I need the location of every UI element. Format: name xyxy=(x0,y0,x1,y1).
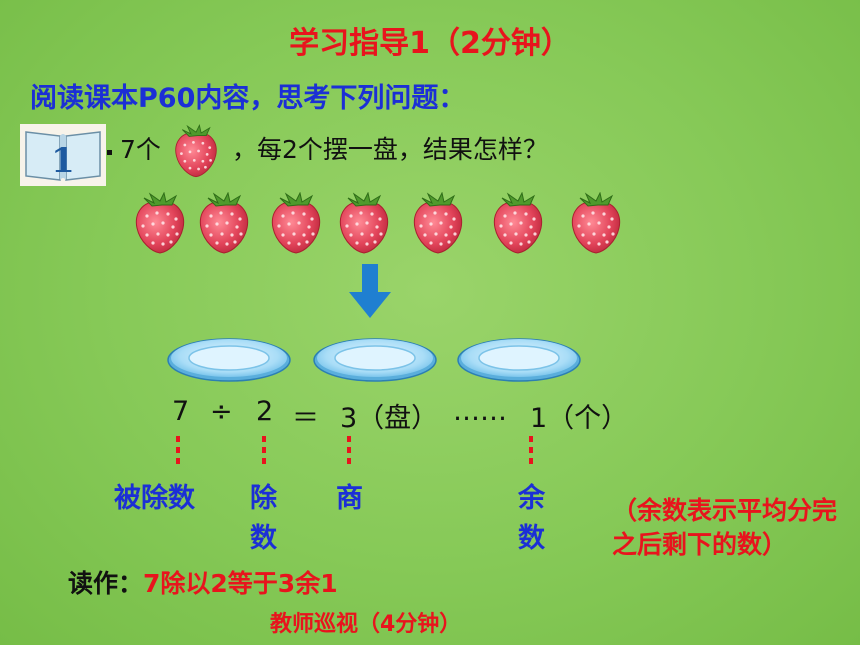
equation-ellipsis: …… xyxy=(453,396,507,427)
dividend-connector xyxy=(172,434,184,472)
plate-row xyxy=(0,336,860,388)
plate-icon xyxy=(456,336,582,382)
divisor-connector xyxy=(258,434,270,472)
textbook-icon: 1 xyxy=(20,124,106,186)
strawberry-icon xyxy=(132,192,188,254)
plate-icon xyxy=(166,336,292,382)
question-part-1: 7个 xyxy=(120,135,161,164)
teacher-tour-text: 教师巡视（4分钟） xyxy=(270,612,462,637)
label-divisor-line2: 数 xyxy=(250,523,277,554)
label-quotient: 商 xyxy=(336,483,363,514)
instruction-text: 阅读课本P60内容，思考下列问题： xyxy=(30,83,466,114)
page-title: 学习指导1（2分钟） xyxy=(289,26,571,61)
remainder-note: （余数表示平均分完之后剩下的数） xyxy=(612,496,838,559)
equation-equals: ＝ xyxy=(292,403,319,434)
reading-prefix: 读作： xyxy=(68,569,144,598)
remainder-connector xyxy=(525,434,537,472)
label-remainder-line1: 余 xyxy=(518,483,545,514)
label-divisor-line1: 除 xyxy=(250,483,277,514)
bullet-dot xyxy=(107,150,112,155)
strawberry-icon xyxy=(268,192,324,254)
quotient-connector xyxy=(343,434,355,472)
reading-line: 读作：7除以2等于3余1 xyxy=(68,564,338,600)
question-part-2: ，每2个摆一盘，结果怎样？ xyxy=(232,135,548,164)
strawberry-icon xyxy=(568,192,624,254)
strawberry-icon xyxy=(490,192,546,254)
equation-dividend: 7 xyxy=(172,396,190,427)
equation-divide-sign: ÷ xyxy=(210,396,233,427)
plate-icon xyxy=(312,336,438,382)
equation-remainder: 1（个） xyxy=(530,403,629,434)
label-remainder-line2: 数 xyxy=(518,523,545,554)
label-dividend: 被除数 xyxy=(114,483,195,514)
equation-divisor: 2 xyxy=(256,396,274,427)
book-number: 1 xyxy=(51,141,75,181)
strawberry-icon xyxy=(172,124,220,178)
strawberry-icon xyxy=(336,192,392,254)
strawberry-row xyxy=(0,192,860,254)
down-arrow-icon xyxy=(345,262,395,320)
reading-text: 7除以2等于3余1 xyxy=(143,569,338,598)
strawberry-icon xyxy=(410,192,466,254)
equation-quotient: 3（盘） xyxy=(340,403,439,434)
strawberry-icon xyxy=(196,192,252,254)
